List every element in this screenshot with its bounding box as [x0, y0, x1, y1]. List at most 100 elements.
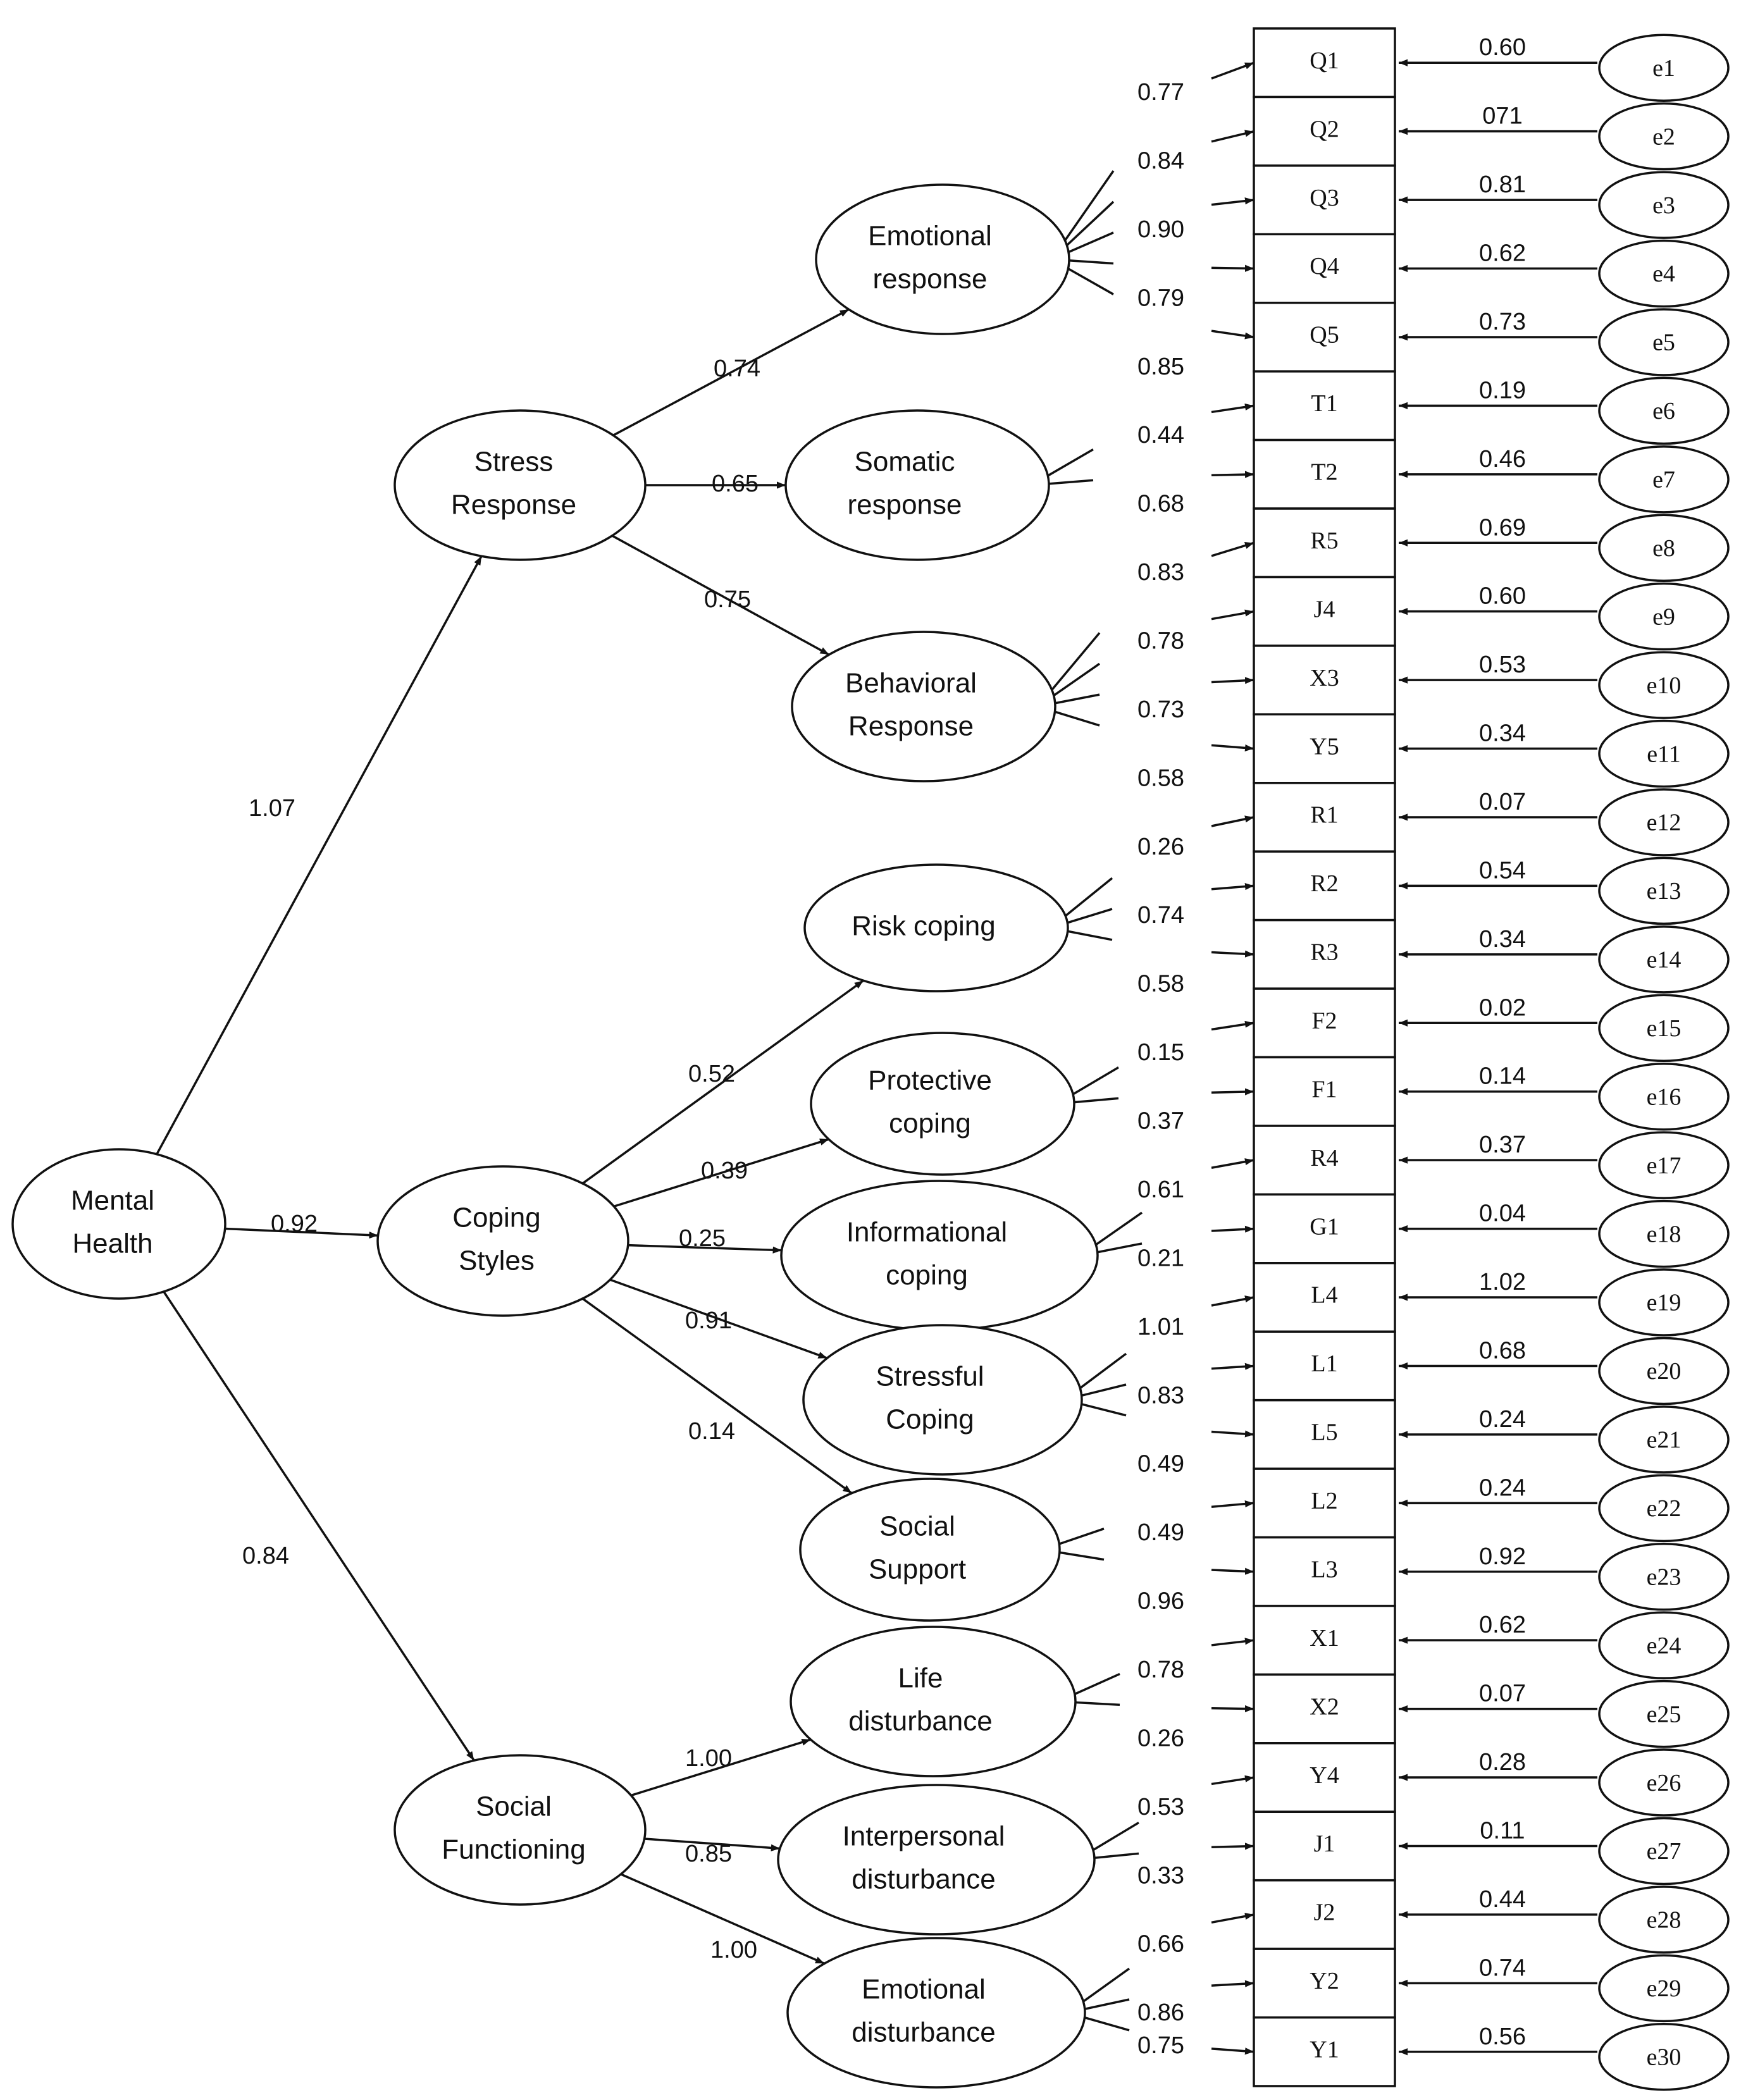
error-value: 0.34 — [1479, 926, 1526, 953]
error-label: e22 — [1647, 1495, 1682, 1522]
path-coefficient: 0.85 — [685, 1841, 732, 1867]
error-value: 0.02 — [1479, 994, 1526, 1021]
loading-stub — [1048, 693, 1100, 706]
error-term — [1598, 308, 1730, 376]
error-label: e23 — [1647, 1564, 1682, 1590]
loading-stub — [1077, 1967, 1130, 2006]
indicator-label: G1 — [1310, 1213, 1339, 1240]
indicator-label: R3 — [1310, 939, 1338, 966]
indicator-label: L4 — [1311, 1282, 1337, 1309]
error-label: e12 — [1647, 810, 1682, 836]
loading-stub — [1061, 929, 1113, 941]
indicator-label: R5 — [1310, 528, 1338, 554]
latent-ld — [790, 1626, 1077, 1777]
error-term — [1598, 1679, 1730, 1748]
indicator-label: Y5 — [1310, 733, 1339, 760]
latent-ic — [780, 1180, 1099, 1331]
diagram-labels: MentalHealthStressResponse1.07CopingStyl… — [71, 34, 1681, 2070]
indicator-box — [1253, 96, 1396, 167]
error-term — [1598, 1817, 1730, 1886]
loading-stub — [1048, 708, 1100, 727]
loading-stub — [1042, 448, 1094, 480]
factor-loading: 0.21 — [1137, 1245, 1184, 1271]
loading-stub — [1075, 1383, 1127, 1399]
latent-ic-label-line: coping — [886, 1260, 968, 1291]
loading-arrow — [1211, 1912, 1254, 1924]
error-term — [1598, 1131, 1730, 1199]
latent-rc-label-line: Risk coping — [852, 911, 995, 942]
latent-mental-health — [11, 1148, 226, 1300]
loading-stub — [1078, 1998, 1130, 2011]
error-label: e8 — [1652, 535, 1675, 562]
error-term — [1598, 445, 1730, 514]
error-term — [1598, 788, 1730, 856]
latent-cs-label-line: Coping — [452, 1202, 540, 1233]
path-coefficient: 0.39 — [701, 1158, 748, 1184]
error-value: 0.46 — [1479, 446, 1526, 472]
latent-cs — [376, 1165, 629, 1317]
error-value: 0.44 — [1479, 1886, 1526, 1913]
error-term — [1598, 1748, 1730, 1817]
loading-stub — [1048, 632, 1101, 695]
path-coefficient: 1.00 — [710, 1937, 757, 1963]
error-label: e24 — [1647, 1633, 1682, 1659]
error-value: 0.62 — [1479, 1612, 1526, 1638]
loading-arrow — [1211, 744, 1254, 752]
factor-loading: 0.73 — [1137, 696, 1184, 723]
factor-loading: 0.58 — [1137, 971, 1184, 998]
latent-stc — [802, 1324, 1083, 1476]
error-term — [1598, 582, 1730, 651]
error-label: e3 — [1652, 192, 1675, 219]
error-term — [1598, 1199, 1730, 1268]
error-term — [1598, 2023, 1730, 2091]
indicator-box — [1253, 1810, 1396, 1882]
error-label: e21 — [1647, 1427, 1682, 1454]
loading-arrow — [1211, 197, 1254, 206]
path-arrow-cs — [225, 1227, 378, 1239]
path-coefficient: 0.74 — [714, 355, 760, 382]
latent-stc-label-line: Coping — [886, 1404, 974, 1435]
error-label: e10 — [1647, 672, 1682, 699]
latent-sf — [393, 1754, 647, 1906]
loading-arrow — [1211, 1020, 1254, 1031]
error-label: e15 — [1647, 1015, 1682, 1042]
factor-loading: 0.96 — [1137, 1588, 1184, 1615]
path-arrow-id — [644, 1838, 780, 1851]
path-arrow-ic — [628, 1244, 782, 1254]
loading-stub — [1062, 170, 1115, 245]
path-arrow-pc — [613, 1138, 829, 1208]
loading-stub — [1078, 2015, 1130, 2032]
loading-stub — [1090, 1211, 1143, 1249]
indicator-box — [1253, 918, 1396, 990]
loading-arrow — [1211, 1705, 1254, 1713]
error-term — [1598, 1062, 1730, 1131]
loading-arrow — [1211, 1225, 1254, 1233]
error-label: e6 — [1652, 398, 1675, 424]
loading-arrow — [1211, 1295, 1254, 1307]
loading-arrow — [1211, 403, 1254, 414]
error-value: 0.24 — [1479, 1406, 1526, 1433]
factor-loading: 0.78 — [1137, 1657, 1184, 1683]
factor-loading: 0.33 — [1137, 1862, 1184, 1889]
mental-health-label-line: Health — [72, 1228, 152, 1259]
error-term — [1598, 1954, 1730, 2023]
latent-pc — [810, 1032, 1075, 1176]
error-value: 0.24 — [1479, 1474, 1526, 1501]
path-arrow-stc — [609, 1278, 828, 1359]
latent-id-label-line: Interpersonal — [843, 1821, 1005, 1852]
indicator-label: Y4 — [1310, 1762, 1339, 1789]
error-term — [1598, 1405, 1730, 1474]
loading-arrow — [1211, 815, 1254, 827]
loading-arrow — [1211, 1158, 1254, 1169]
factor-loading: 1.01 — [1137, 1314, 1184, 1340]
latent-er — [815, 183, 1070, 335]
loading-arrow — [1211, 1775, 1254, 1786]
latent-sr-label-line: Stress — [474, 447, 554, 478]
factor-loading: 0.68 — [1137, 491, 1184, 517]
factor-loading: 0.66 — [1137, 1931, 1184, 1958]
error-term — [1598, 1474, 1730, 1543]
latent-br-label-line: Response — [848, 711, 974, 742]
error-label: e20 — [1647, 1358, 1682, 1385]
path-coefficient: 1.00 — [685, 1745, 732, 1772]
path-coefficient: 0.92 — [271, 1211, 318, 1237]
